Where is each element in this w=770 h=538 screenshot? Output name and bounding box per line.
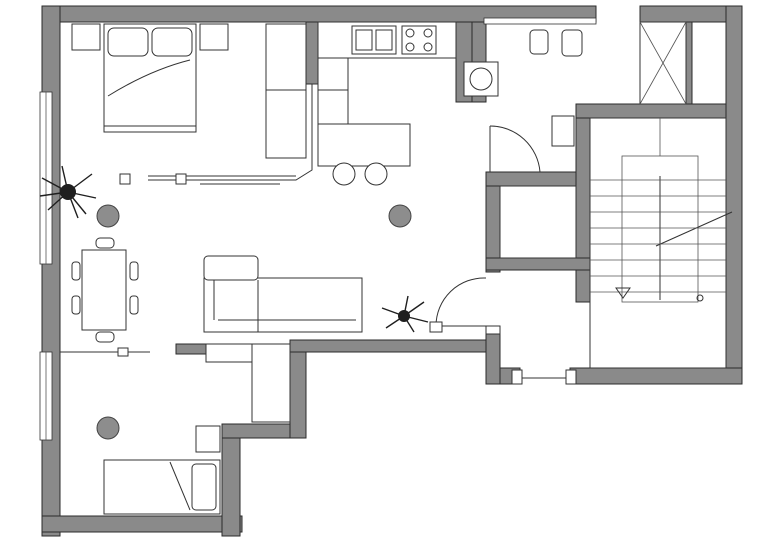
plant-right xyxy=(381,295,429,333)
ceiling-lamp-living-left xyxy=(96,204,120,228)
dining-chair-left-1 xyxy=(71,261,81,281)
entrance-door-swing xyxy=(435,277,487,327)
stair-treads xyxy=(590,179,726,293)
pillow-right xyxy=(151,27,193,57)
wardrobe-small xyxy=(251,343,291,423)
staircase xyxy=(589,117,733,369)
window-top-kitchen xyxy=(483,17,597,25)
single-bed-pillow xyxy=(191,463,217,511)
wall-shaft-top xyxy=(485,171,577,187)
wardrobe xyxy=(265,23,307,159)
wall-living-stub xyxy=(175,343,209,355)
nightstand-left xyxy=(71,23,101,51)
dining-chair-right-2 xyxy=(129,295,139,315)
toilet xyxy=(561,29,583,57)
kitchen-counter-side xyxy=(317,57,349,125)
wall-right xyxy=(725,5,743,385)
bathroom xyxy=(463,21,687,173)
wall-stair-bottom-right xyxy=(569,367,743,385)
dining-chair-top xyxy=(95,237,115,249)
wall-shaft-right xyxy=(575,103,591,303)
bar-stool-left xyxy=(332,162,356,186)
pillow-left xyxy=(107,27,149,57)
washbasin xyxy=(551,115,575,147)
sofa-back xyxy=(203,277,363,333)
dining-chair-bottom xyxy=(95,331,115,343)
bed-duvet-fold xyxy=(107,59,191,97)
wall-left xyxy=(41,5,61,537)
elevator-shaft xyxy=(499,185,577,259)
kitchen-partition xyxy=(311,83,318,158)
kitchen xyxy=(311,21,457,186)
wall-shaft-bottom xyxy=(485,257,591,271)
master-bedroom xyxy=(71,23,313,185)
windows xyxy=(39,17,597,441)
bathroom-door-swing xyxy=(489,125,541,173)
entrance-hall xyxy=(429,185,577,385)
ceiling-lamp-bedroom xyxy=(96,416,120,440)
washing-machine xyxy=(463,61,499,97)
stove xyxy=(401,25,437,55)
stair-well xyxy=(589,117,727,369)
wall-mid-horizontal xyxy=(289,339,501,353)
bedroom-partition xyxy=(148,158,313,181)
bedside-table xyxy=(195,425,221,453)
kitchen-island xyxy=(317,123,411,167)
shelf xyxy=(205,343,253,363)
second-bedroom xyxy=(96,343,291,515)
bidet xyxy=(529,29,549,55)
wall-hall-left xyxy=(485,171,501,273)
bar-stool-right xyxy=(364,162,388,186)
ceiling-lamp-living-right xyxy=(388,204,412,228)
dining-chair-left-2 xyxy=(71,295,81,315)
sofa-arm xyxy=(203,255,259,281)
wall-hall-left-lower xyxy=(485,329,501,385)
wall-mid-bedroom-right xyxy=(289,341,307,439)
wall-bath-bottom xyxy=(575,103,727,119)
dining-table xyxy=(81,249,127,331)
wall-notch-vertical xyxy=(221,423,241,537)
plant-left xyxy=(39,165,97,219)
nightstand-right xyxy=(199,23,229,51)
wall-bath-divider xyxy=(685,21,693,105)
living-room xyxy=(60,204,412,357)
wall-kitchen-left xyxy=(305,21,319,85)
dining-chair-right-1 xyxy=(129,261,139,281)
wall-bottom-left xyxy=(41,515,243,533)
